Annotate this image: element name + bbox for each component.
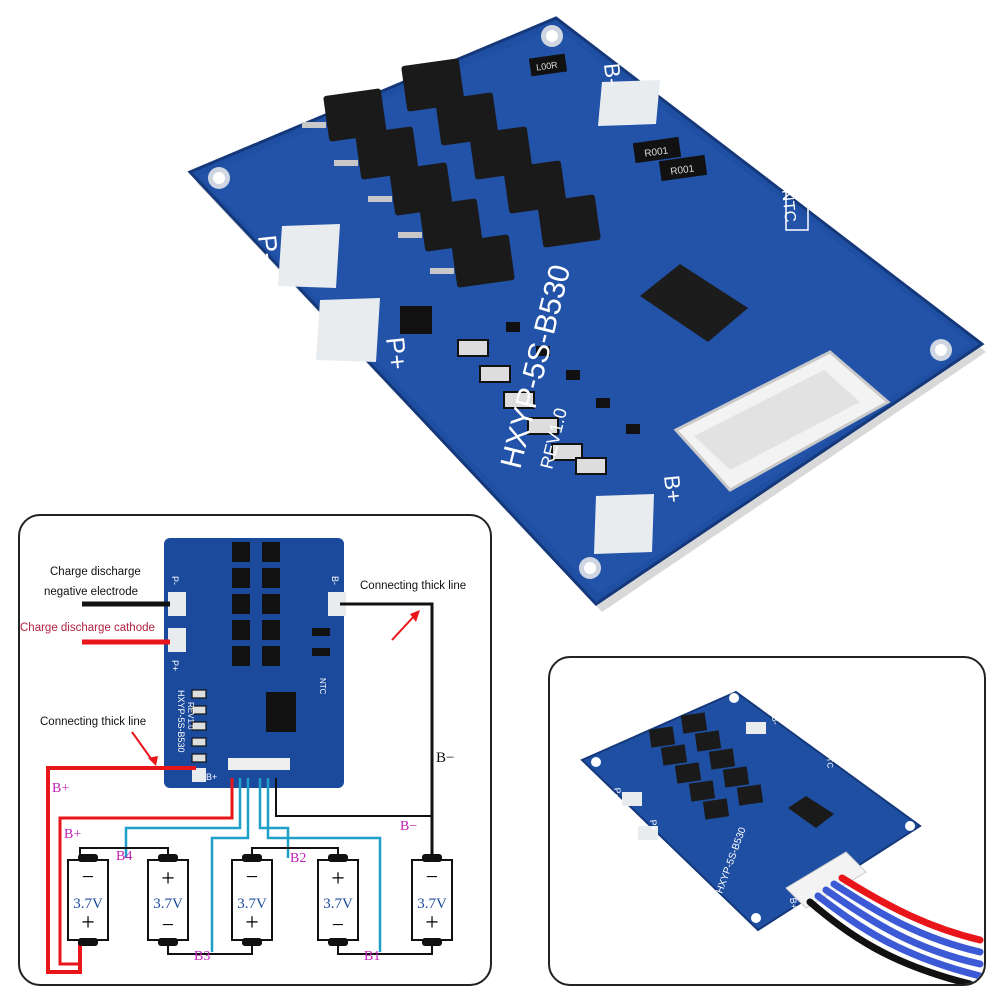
p-minus-silkscreen: P-: [252, 233, 285, 262]
svg-text:L00R: L00R: [536, 60, 559, 73]
main-product-photo: R001 R001 L00R HXYP-5S-B530 REV1.0 P- P+…: [187, 16, 986, 612]
svg-text:−: −: [332, 912, 344, 937]
p-minus-pad: [278, 224, 340, 288]
svg-text:B+: B+: [206, 772, 217, 782]
svg-text:P+: P+: [170, 660, 180, 671]
svg-text:B+: B+: [788, 897, 799, 909]
svg-text:3.7V: 3.7V: [153, 896, 183, 912]
diagram-board: [164, 538, 344, 788]
svg-text:R001: R001: [644, 145, 670, 159]
battery-cell-3: − + 3.7V: [231, 854, 273, 946]
b-minus-silkscreen: B-: [599, 62, 626, 86]
battery-cell-2: + − 3.7V: [147, 854, 189, 946]
svg-text:P-: P-: [612, 787, 623, 797]
svg-text:−: −: [162, 912, 174, 937]
battery-cell-5: − + 3.7V: [411, 854, 453, 946]
svg-text:+: +: [425, 910, 439, 936]
svg-text:B-: B-: [330, 576, 340, 585]
b3-tap-wire: [210, 778, 250, 952]
b-minus-wire-label: B−: [436, 750, 454, 766]
svg-text:−: −: [246, 864, 258, 889]
negative-electrode-label-line1: Charge discharge: [50, 566, 141, 578]
tap-label-b4: B4: [116, 849, 132, 864]
ic-chip: [640, 264, 748, 342]
diagram-board-revision: REV1.0: [186, 702, 195, 730]
tap-label-b2: B2: [290, 851, 306, 866]
svg-text:3.7V: 3.7V: [417, 896, 447, 912]
svg-text:P+: P+: [648, 819, 659, 831]
b2-tap-wire: [258, 778, 290, 858]
cathode-label: Charge discharge cathode: [20, 622, 155, 634]
b-plus-pad: [594, 494, 654, 554]
svg-text:+: +: [161, 866, 175, 892]
svg-text:NTC: NTC: [318, 678, 327, 695]
svg-text:3.7V: 3.7V: [73, 896, 103, 912]
b-plus-label-1: B+: [52, 781, 69, 796]
svg-text:−: −: [426, 864, 438, 889]
diagram-board-model: HXYP-5S-B530: [176, 690, 186, 753]
svg-text:R001: R001: [670, 163, 696, 177]
battery-cell-4: + − 3.7V: [317, 854, 359, 946]
tap-label-b1: B1: [364, 949, 380, 964]
svg-text:B-: B-: [770, 715, 781, 725]
connecting-thick-line-label-left: Connecting thick line: [40, 716, 147, 728]
b-plus-label-2: B+: [64, 827, 81, 842]
b1-tap-wire: [266, 778, 382, 952]
negative-electrode-label-line2: negative electrode: [44, 586, 138, 598]
tap-label-b3: B3: [194, 949, 210, 964]
wiring-diagram-panel: HXYP-5S-B530 REV1.0 P- P+ B- NTC B+: [18, 514, 492, 986]
svg-text:+: +: [331, 866, 345, 892]
b4-tap-wire: [124, 778, 242, 858]
b-plus-silkscreen: B+: [659, 474, 687, 504]
connecting-thick-line-label-right: Connecting thick line: [360, 580, 467, 592]
b-minus-thick-wire: [340, 602, 434, 880]
svg-text:3.7V: 3.7V: [237, 896, 267, 912]
p-plus-pad: [316, 298, 380, 362]
svg-text:NTC: NTC: [824, 751, 835, 769]
svg-text:3.7V: 3.7V: [323, 896, 353, 912]
svg-text:+: +: [81, 910, 95, 936]
board-with-cable-panel: HXYP-5S-B530 P- P+ B- B+ NTC: [548, 656, 986, 986]
ntc-silkscreen: NTC: [778, 189, 798, 223]
b-minus-pad: [598, 80, 660, 126]
p-plus-silkscreen: P+: [380, 335, 413, 370]
b-plus-thick-wire: [46, 766, 196, 974]
battery-cell-1: − + 3.7V: [67, 854, 109, 946]
svg-text:P-: P-: [170, 576, 180, 585]
svg-text:+: +: [245, 910, 259, 936]
b-minus-label-2: B−: [400, 819, 417, 834]
svg-text:−: −: [82, 864, 94, 889]
b-plus-balance-wire: [58, 778, 234, 966]
